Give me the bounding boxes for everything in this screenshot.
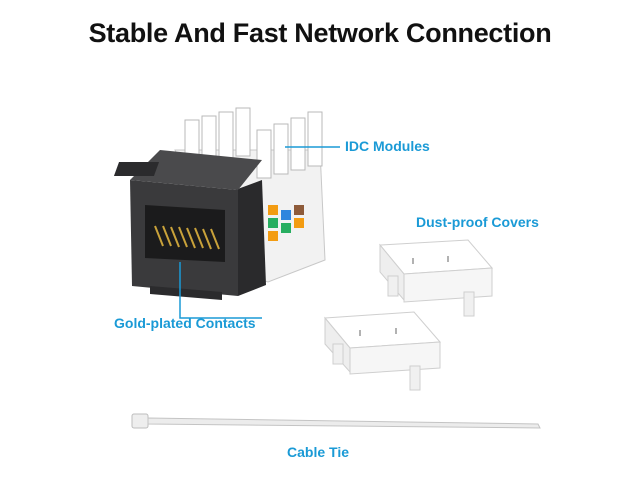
cable-tie-label: Cable Tie	[287, 444, 349, 460]
dust-proof-cover	[323, 311, 442, 391]
dust-proof-covers-label: Dust-proof Covers	[416, 214, 539, 230]
cable-tie	[131, 413, 541, 429]
callout-lines	[179, 146, 340, 319]
dust-proof-cover	[378, 239, 494, 317]
keystone-jack	[113, 107, 326, 300]
page-title: Stable And Fast Network Connection	[88, 18, 552, 48]
idc-modules	[184, 107, 323, 179]
color-coded-slots	[268, 205, 304, 241]
idc-modules-label: IDC Modules	[345, 138, 430, 154]
gold-plated-contacts	[154, 225, 220, 250]
gold-plated-contacts-label: Gold-plated Contacts	[114, 315, 256, 331]
